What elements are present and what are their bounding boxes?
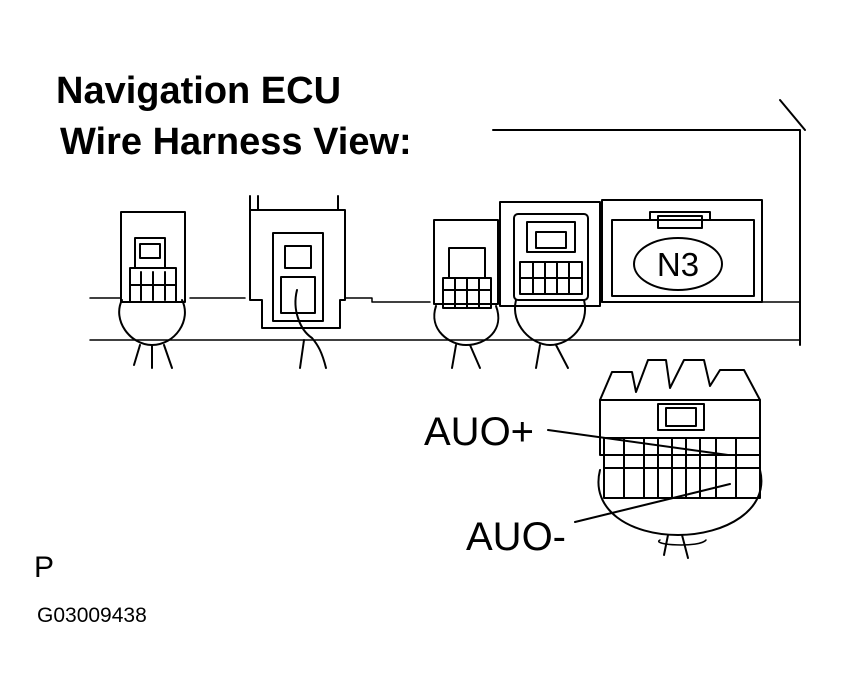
connector-medium <box>499 201 601 369</box>
connector-single <box>249 195 346 369</box>
footer-prefix: P <box>34 551 55 584</box>
n3-connector-enlarged <box>597 359 763 559</box>
leader-plus <box>547 429 729 456</box>
n3-label: N3 <box>657 246 699 283</box>
figure-code: G03009438 <box>37 604 147 627</box>
terminal-label-minus: AUO- <box>466 515 566 559</box>
n3-socket <box>601 199 763 303</box>
n3-label-ellipse <box>633 237 723 291</box>
connector-small-3 <box>433 219 500 369</box>
title-line-1: Navigation ECU <box>56 70 342 112</box>
connector-small-1 <box>118 211 186 369</box>
leader-minus <box>574 483 731 523</box>
terminal-label-plus: AUO+ <box>424 410 535 454</box>
title-line-2: Wire Harness View: <box>60 121 412 163</box>
ecu-housing <box>89 99 806 346</box>
